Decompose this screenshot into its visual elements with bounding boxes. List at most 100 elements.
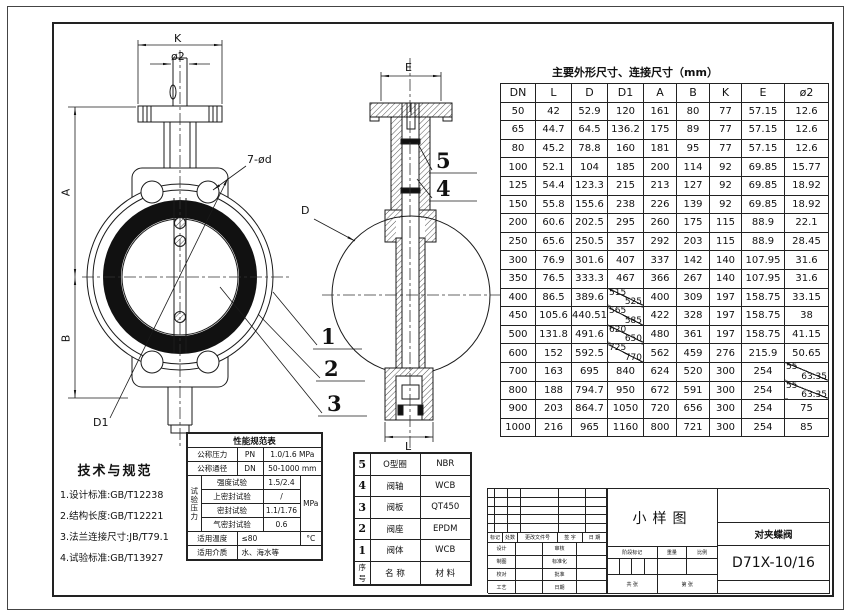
- dim-table-cell: 57.15: [741, 138, 785, 159]
- dim-table-cell: 142: [676, 250, 710, 270]
- dim-label-d: D: [301, 204, 310, 217]
- dim-table-cell: 140: [709, 250, 742, 270]
- revision-grid-cell: [559, 489, 586, 498]
- signature-rows: 设计审核制图标准化校对批准工艺日期: [488, 543, 607, 594]
- sheet-cell: 第 张: [657, 575, 718, 594]
- revision-grid-cell: [495, 497, 508, 507]
- revision-grid-cell: [495, 524, 508, 533]
- signature-blank: [577, 568, 607, 582]
- part-number: 4: [353, 474, 371, 497]
- signature-label: 制图: [488, 555, 516, 569]
- tech-note-item: 1.设计标准:GB/T12238: [60, 490, 164, 501]
- revision-header-cell: 签 字: [558, 533, 583, 543]
- dim-table-cell: 267: [676, 268, 710, 289]
- dim-table-cell: 800: [500, 380, 536, 401]
- test-row-value: 1.1/1.76: [262, 503, 301, 518]
- dim-table-cell: 44.7: [535, 120, 572, 140]
- signature-row: 工艺日期: [488, 581, 607, 594]
- tech-notes-title: 技术与规范: [77, 464, 153, 479]
- front-view: [82, 50, 290, 446]
- title-block: 标记处数更改文件号签 字日 期 设计审核制图标准化校对批准工艺日期 小样图 阶段…: [487, 488, 830, 594]
- revision-grid-cell: [508, 515, 521, 525]
- test-row-label: 气密封试验: [200, 517, 264, 532]
- dim-table-cell: 592.5: [571, 343, 608, 363]
- stage-cell: [619, 559, 632, 575]
- dim-table-cell: 76.5: [535, 268, 572, 289]
- dim-table-cell: 350: [500, 268, 536, 289]
- dim-table-cell: 295: [607, 213, 644, 233]
- dim-table-cell: 107.95: [741, 250, 785, 270]
- dim-table-cell: 28.45: [784, 231, 829, 252]
- dim-table-cell: 55.8: [535, 194, 572, 215]
- tech-note-item: 2.结构长度:GB/T12221: [60, 511, 164, 522]
- dim-table-cell: 89: [676, 120, 710, 140]
- dim-table-cell: 300: [500, 250, 536, 270]
- dim-table-cell: 123.3: [571, 175, 608, 196]
- revision-grid-cell: [559, 524, 586, 533]
- drawing-type-label: 小样图: [607, 489, 718, 547]
- side-view: [322, 58, 500, 448]
- dim-table-cell: 92: [709, 157, 742, 177]
- dim-table-cell: 115: [709, 213, 742, 233]
- dim-table-cell: 366: [643, 268, 677, 289]
- dim-table-cell: 254: [741, 380, 785, 401]
- dim-table-cell: 175: [676, 213, 710, 233]
- balloon-2-seat: 2: [324, 356, 339, 381]
- dim-table-cell: 18.92: [784, 194, 829, 215]
- part-name: 阀座: [369, 517, 421, 540]
- dim-table-cell: 720: [643, 399, 677, 419]
- dimension-table-title: 主要外形尺寸、连接尺寸（mm）: [552, 66, 718, 79]
- dim-table-cell: 520: [676, 361, 710, 382]
- dim-table-cell: 1050: [607, 399, 644, 419]
- revision-header-cell: 日 期: [583, 533, 607, 543]
- dim-table-cell: 467: [607, 268, 644, 289]
- dim-table-cell: 104: [571, 157, 608, 177]
- dim-table-cell: 85: [784, 417, 829, 438]
- dim-table-cell: 65: [500, 120, 536, 140]
- revision-grid-cell: [586, 497, 607, 507]
- test-row-value: /: [262, 489, 301, 504]
- dim-table-cell: 131.8: [535, 324, 572, 345]
- part-number: 2: [353, 517, 371, 540]
- signature-label: 工艺: [488, 581, 516, 594]
- dim-table-cell: 161: [643, 101, 677, 122]
- dim-table-cell: 18.92: [784, 175, 829, 196]
- part-name: 阀板: [369, 496, 421, 519]
- dim-col-header: B: [676, 83, 710, 103]
- dim-table-cell: 200: [500, 213, 536, 233]
- dim-table-cell: 333.3: [571, 268, 608, 289]
- dim-col-header: K: [709, 83, 742, 103]
- dim-label-d1: D1: [93, 416, 109, 429]
- stage-cell: [631, 559, 645, 575]
- dim-label-phi2: ø2: [171, 50, 185, 63]
- side-view-dimensions: [313, 72, 477, 442]
- balloon-1-body: 1: [321, 324, 336, 349]
- performance-table-title: 性能规范表: [186, 432, 323, 448]
- dim-table-cell: 95: [676, 138, 710, 159]
- stage-cell: [644, 559, 658, 575]
- dim-split-lower: 650: [624, 334, 642, 344]
- stage-cell: [608, 559, 620, 575]
- dim-table-cell: 1160: [607, 417, 644, 438]
- dim-table-cell: 197: [709, 287, 742, 308]
- signature-blank: [516, 568, 543, 582]
- dim-table-cell: 459: [676, 343, 710, 363]
- parts-col-material: 材 料: [419, 560, 472, 585]
- performance-table: 性能规范表 公称压力 PN 1.0/1.6 MPa 公称通径 DN 50-100…: [186, 432, 324, 561]
- signature-row: 制图标准化: [488, 555, 607, 569]
- revision-grid-cell: [586, 489, 607, 498]
- dim-table-cell: 78.8: [571, 138, 608, 159]
- sheet-cell: 共 张: [608, 575, 658, 594]
- dim-table-cell: 301.6: [571, 250, 608, 270]
- dim-table-cell: 15.77: [784, 157, 829, 177]
- dim-split-lower: 770: [624, 352, 642, 363]
